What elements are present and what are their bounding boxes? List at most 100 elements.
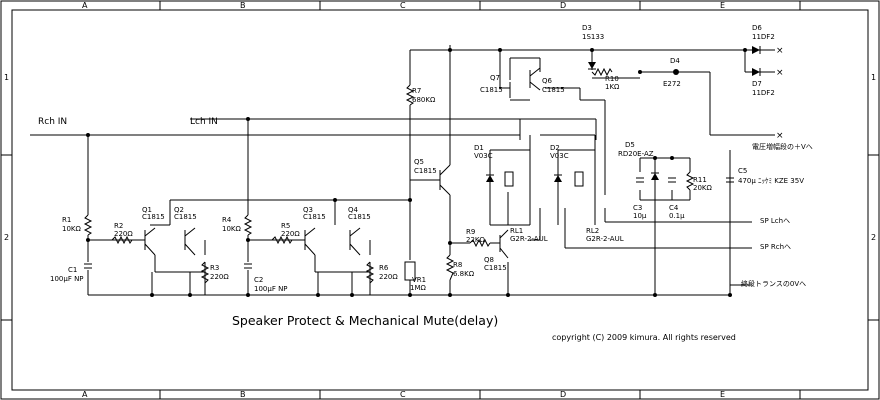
- q2-value: C1815: [174, 213, 197, 221]
- q2-ref: Q2: [174, 206, 184, 214]
- d7-ref: D7: [752, 80, 762, 88]
- rl1-ref: RL1: [510, 227, 523, 235]
- q8-value: C1815: [484, 264, 507, 272]
- c4-value: 0.1μ: [669, 212, 685, 220]
- col-label-b: B: [240, 1, 246, 10]
- q1-value: C1815: [142, 213, 165, 221]
- col-label-e: E: [720, 1, 725, 10]
- d2-ref: D2: [550, 144, 560, 152]
- c4-ref: C4: [669, 204, 679, 212]
- col-label-b-bottom: B: [240, 390, 246, 399]
- q8-ref: Q8: [484, 256, 494, 264]
- r3-ref: R3: [210, 264, 219, 272]
- row-label-2: 2: [4, 233, 9, 242]
- vr1-value: 1MΩ: [410, 284, 426, 292]
- relay-symbols: [504, 171, 584, 187]
- r4-ref: R4: [222, 216, 232, 224]
- r9-value: 22KΩ: [466, 236, 485, 244]
- r4-value: 10KΩ: [222, 225, 241, 233]
- d5-value: RD20E-AZ: [618, 150, 654, 158]
- q1-ref: Q1: [142, 206, 152, 214]
- lch-input-label: Lch IN: [190, 117, 218, 127]
- col-label-a-bottom: A: [82, 390, 88, 399]
- q6-ref: Q6: [542, 77, 553, 85]
- q4-value: C1815: [348, 213, 371, 221]
- terminal-marks: ×× ×: [776, 46, 784, 141]
- r2-value: 220Ω: [114, 230, 133, 238]
- c5-value: 470μ ﾆｯｹﾐ KZE 35V: [738, 177, 804, 185]
- c2-ref: C2: [254, 276, 263, 284]
- d6-ref: D6: [752, 24, 762, 32]
- d4-value: E272: [663, 80, 681, 88]
- d1-ref: D1: [474, 144, 484, 152]
- r1-ref: R1: [62, 216, 71, 224]
- resistor-symbols: [83, 67, 695, 284]
- d7-value: 11DF2: [752, 89, 775, 97]
- row-label-2-right: 2: [871, 233, 876, 242]
- r7-value: 680KΩ: [412, 96, 436, 104]
- col-label-d: D: [560, 1, 566, 10]
- row-label-1: 1: [4, 73, 9, 82]
- d3-value: 1S133: [582, 33, 604, 41]
- q5-ref: Q5: [414, 158, 424, 166]
- c3-value: 10μ: [633, 212, 647, 220]
- r11-ref: R11: [693, 176, 707, 184]
- r8-ref: R8: [453, 261, 462, 269]
- d6-value: 11DF2: [752, 33, 775, 41]
- copyright-text: copyright (C) 2009 kimura. All rights re…: [552, 333, 736, 342]
- d2-value: V03C: [550, 152, 569, 160]
- q7-value: C1815: [480, 86, 503, 94]
- r5-ref: R5: [281, 222, 290, 230]
- r6-value: 220Ω: [379, 273, 398, 281]
- c1-ref: C1: [68, 266, 77, 274]
- rl2-ref: RL2: [586, 227, 599, 235]
- q3-value: C1815: [303, 213, 326, 221]
- diagram-title: Speaker Protect & Mechanical Mute(delay): [232, 313, 498, 328]
- r11-value: 20KΩ: [693, 184, 712, 192]
- component-labels: R1 10KΩ R2 220Ω R3 220Ω R4 10KΩ R5 220Ω …: [50, 24, 804, 293]
- col-label-a: A: [82, 1, 88, 10]
- diode-symbols: [486, 46, 761, 182]
- col-label-d-bottom: D: [560, 390, 566, 399]
- svg-text:×: ×: [776, 131, 784, 141]
- c2-value: 100μF NP: [254, 285, 288, 293]
- r10-value: 1KΩ: [605, 83, 620, 91]
- c1-value: 100μF NP: [50, 275, 84, 283]
- r3-value: 220Ω: [210, 273, 229, 281]
- q6-value: C1815: [542, 86, 565, 94]
- r5-value: 220Ω: [281, 230, 300, 238]
- q7-ref: Q7: [490, 74, 500, 82]
- output-power-v: 電圧増幅段の＋Vへ: [752, 142, 813, 151]
- vr1-symbol: [404, 261, 416, 281]
- q3-ref: Q3: [303, 206, 313, 214]
- d4-ref: D4: [670, 57, 680, 65]
- output-sp-lch: SP Lchへ: [760, 217, 790, 225]
- output-sp-rch: SP Rchへ: [760, 243, 791, 251]
- r9-ref: R9: [466, 228, 475, 236]
- r6-ref: R6: [379, 264, 389, 272]
- col-label-c-bottom: C: [400, 390, 406, 399]
- capacitor-symbols: [84, 177, 734, 269]
- d3-ref: D3: [582, 24, 592, 32]
- rl2-value: G2R-2-AUL: [586, 235, 624, 243]
- r8-value: 6.8KΩ: [453, 270, 475, 278]
- d1-value: V03C: [474, 152, 493, 160]
- r1-value: 10KΩ: [62, 225, 81, 233]
- d5-ref: D5: [625, 141, 635, 149]
- rl1-value: G2R-2-AUL: [510, 235, 548, 243]
- wiring: [30, 45, 775, 296]
- c5-ref: C5: [738, 167, 747, 175]
- c3-ref: C3: [633, 204, 642, 212]
- svg-text:×: ×: [776, 46, 784, 56]
- r7-ref: R7: [412, 87, 421, 95]
- output-trans-0v: 終段トランスの0Vへ: [741, 279, 806, 288]
- q5-value: C1815: [414, 167, 437, 175]
- col-label-e-bottom: E: [720, 390, 725, 399]
- r10-ref: R10: [605, 75, 619, 83]
- junction-dots: [86, 48, 747, 297]
- col-label-c: C: [400, 1, 406, 10]
- q4-ref: Q4: [348, 206, 359, 214]
- vr1-ref: VR1: [412, 276, 426, 284]
